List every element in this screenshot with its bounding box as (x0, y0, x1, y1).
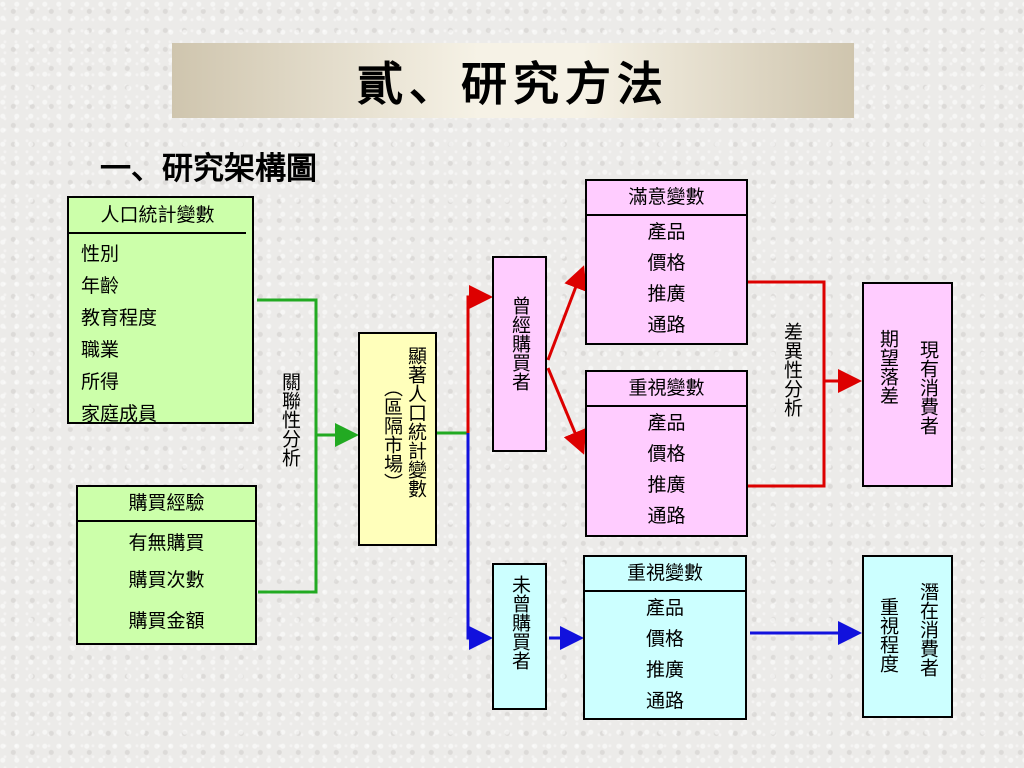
list-item: 產品 (647, 221, 686, 243)
red-arrow-to-buyers (466, 285, 493, 433)
red-connector-difference (748, 280, 826, 488)
importance-variables-buyers-box: 重視變數 產品 價格 推廣 通路 (585, 370, 748, 537)
current-consumers-label: 現有消費者 (917, 340, 939, 435)
satisfaction-header: 滿意變數 (587, 181, 746, 216)
satisfaction-variables-box: 滿意變數 產品 價格 推廣 通路 (585, 179, 748, 345)
importance-variables-nonbuyers-box: 重視變數 產品 價格 推廣 通路 (583, 555, 747, 720)
purchase-experience-header: 購買經驗 (78, 487, 255, 522)
significant-demographics-text: 顯著人口統計變數 (405, 346, 427, 498)
list-item: 所得 (81, 371, 120, 393)
list-item: 價格 (645, 628, 684, 650)
potential-consumers-label: 潛在消費者 (917, 582, 939, 677)
green-connector-demographics (257, 298, 318, 594)
importance-buyers-list: 產品 價格 推廣 通路 (587, 407, 746, 532)
red-arrow-to-importance (546, 367, 586, 455)
list-item: 推廣 (645, 659, 684, 681)
blue-arrow-to-nonbuyers (466, 433, 493, 650)
list-item: 通路 (645, 690, 684, 712)
list-item: 價格 (647, 252, 686, 274)
red-arrow-to-satisfaction (546, 265, 587, 361)
title-banner: 貳、研究方法 (172, 43, 854, 118)
buyers-label: 曾經購買者 (509, 296, 531, 391)
list-item: 產品 (647, 412, 686, 434)
list-item: 購買次數 (128, 569, 205, 591)
list-item: 購買金額 (128, 610, 205, 632)
list-item: 家庭成員 (81, 403, 158, 425)
demographics-header: 人口統計變數 (69, 198, 246, 234)
list-item: 有無購買 (128, 532, 205, 554)
list-item: 教育程度 (81, 307, 158, 329)
demographics-box: 人口統計變數 性別 年齡 教育程度 職業 所得 家庭成員 (67, 196, 254, 425)
difference-analysis-label: 差異性分析 (781, 322, 803, 417)
non-buyers-label: 未曾購買者 (509, 575, 531, 670)
correlation-analysis-label: 關聯性分析 (279, 372, 301, 467)
list-item: 推廣 (647, 474, 686, 496)
satisfaction-list: 產品 價格 推廣 通路 (587, 216, 746, 341)
section-subtitle: 一、研究架構圖 (100, 151, 317, 187)
list-item: 職業 (81, 339, 120, 361)
significant-demographics-box: 顯著人口統計變數 （區隔市場） (358, 332, 437, 546)
importance-degree-label: 重視程度 (877, 597, 899, 673)
market-segment-text: （區隔市場） (381, 378, 403, 492)
potential-consumers-box: 潛在消費者 重視程度 (862, 555, 953, 718)
demographics-list: 性別 年齡 教育程度 職業 所得 家庭成員 (69, 234, 252, 430)
importance-buyers-header: 重視變數 (587, 372, 746, 407)
current-consumers-box: 現有消費者 期望落差 (862, 282, 953, 487)
importance-nonbuyers-list: 產品 價格 推廣 通路 (585, 592, 745, 717)
importance-nonbuyers-header: 重視變數 (585, 557, 745, 592)
buyers-box: 曾經購買者 (492, 256, 547, 452)
page-title: 貳、研究方法 (357, 56, 669, 111)
list-item: 通路 (647, 314, 686, 336)
list-item: 性別 (81, 243, 120, 265)
list-item: 產品 (645, 597, 684, 619)
list-item: 價格 (647, 443, 686, 465)
expectation-gap-label: 期望落差 (877, 329, 899, 405)
list-item: 推廣 (647, 283, 686, 305)
non-buyers-box: 未曾購買者 (492, 563, 547, 710)
list-item: 通路 (647, 505, 686, 527)
purchase-experience-list: 有無購買 購買次數 購買金額 (78, 522, 255, 643)
purchase-experience-box: 購買經驗 有無購買 購買次數 購買金額 (76, 485, 257, 645)
list-item: 年齡 (81, 275, 120, 297)
